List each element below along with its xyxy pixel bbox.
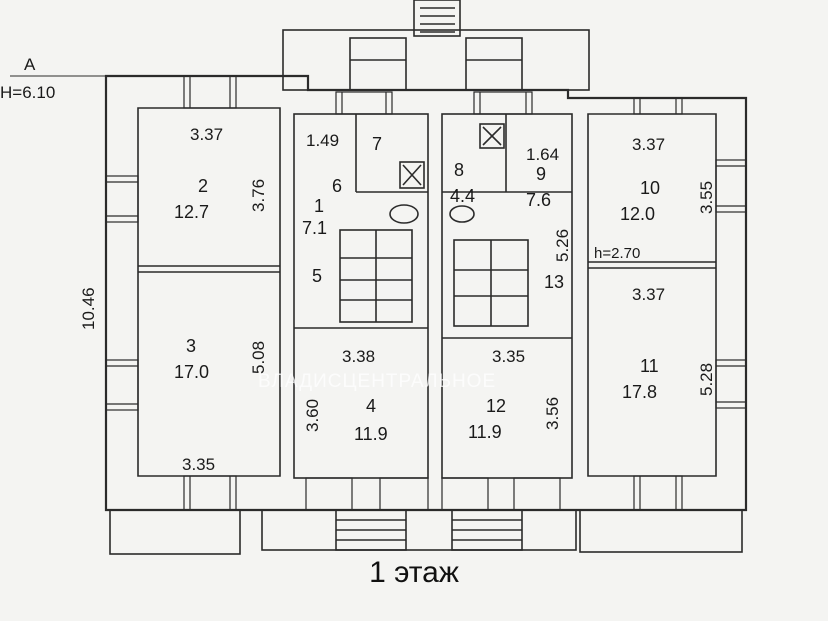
room-3-number: 3 bbox=[186, 336, 196, 356]
bottom-porch-right bbox=[579, 509, 743, 553]
room-11-height: 5.28 bbox=[697, 363, 716, 396]
room-12-width: 3.35 bbox=[492, 347, 525, 366]
room-2-area: 12.7 bbox=[174, 202, 209, 222]
floor-caption: 1 этаж bbox=[369, 556, 459, 589]
room-12-height: 3.56 bbox=[543, 397, 562, 430]
room-10-area: 12.0 bbox=[620, 204, 655, 224]
room-2-height: 3.76 bbox=[249, 179, 268, 212]
top-porch bbox=[282, 29, 590, 91]
room-11-number: 11 bbox=[640, 356, 659, 376]
room-12-area: 11.9 bbox=[468, 422, 502, 442]
room-3-height: 5.08 bbox=[249, 341, 268, 374]
room-1-number: 1 bbox=[314, 196, 324, 216]
room-4-area: 11.9 bbox=[354, 424, 388, 444]
room-5-number: 5 bbox=[312, 266, 322, 286]
room-2-number: 2 bbox=[198, 176, 208, 196]
room-4-width: 3.38 bbox=[342, 347, 375, 366]
room-4-height: 3.60 bbox=[303, 399, 322, 432]
room-13-number: 13 bbox=[544, 272, 564, 292]
room-10-width: 3.37 bbox=[632, 135, 665, 154]
watermark: ВЛАДИСЦЕНТРАЛЬНОЕ bbox=[258, 371, 497, 392]
room-6-number: 6 bbox=[332, 176, 342, 196]
room-3-area: 17.0 bbox=[174, 362, 209, 382]
room-9-area: 7.6 bbox=[526, 190, 551, 210]
room-10-height: 3.55 bbox=[697, 181, 716, 214]
room-10-number: 10 bbox=[640, 178, 660, 198]
room-3-width: 3.35 bbox=[182, 455, 215, 474]
overall-dim: 10.46 bbox=[79, 287, 98, 330]
room-9-number: 9 bbox=[536, 164, 546, 184]
room-11-area: 17.8 bbox=[622, 382, 657, 402]
room-11-width: 3.37 bbox=[632, 285, 665, 304]
ceiling-height: h=2.70 bbox=[594, 245, 640, 262]
axis-letter: А bbox=[24, 55, 36, 74]
room-12-number: 12 bbox=[486, 396, 506, 416]
bottom-porch-left bbox=[109, 509, 241, 555]
room-7-number: 7 bbox=[372, 134, 382, 154]
room-8-area: 4.4 bbox=[450, 186, 475, 206]
room-8-number: 8 bbox=[454, 160, 464, 180]
room-2-width: 3.37 bbox=[190, 125, 223, 144]
room-4-number: 4 bbox=[366, 396, 376, 416]
room-1-area: 7.1 bbox=[302, 218, 327, 238]
height-mark: Н=6.10 bbox=[0, 83, 55, 102]
inner-wall bbox=[137, 107, 281, 477]
room-13-height: 5.26 bbox=[553, 229, 572, 262]
top-stair bbox=[413, 0, 461, 37]
room-7-width: 1.49 bbox=[306, 131, 339, 150]
room-9-width: 1.64 bbox=[526, 145, 559, 164]
